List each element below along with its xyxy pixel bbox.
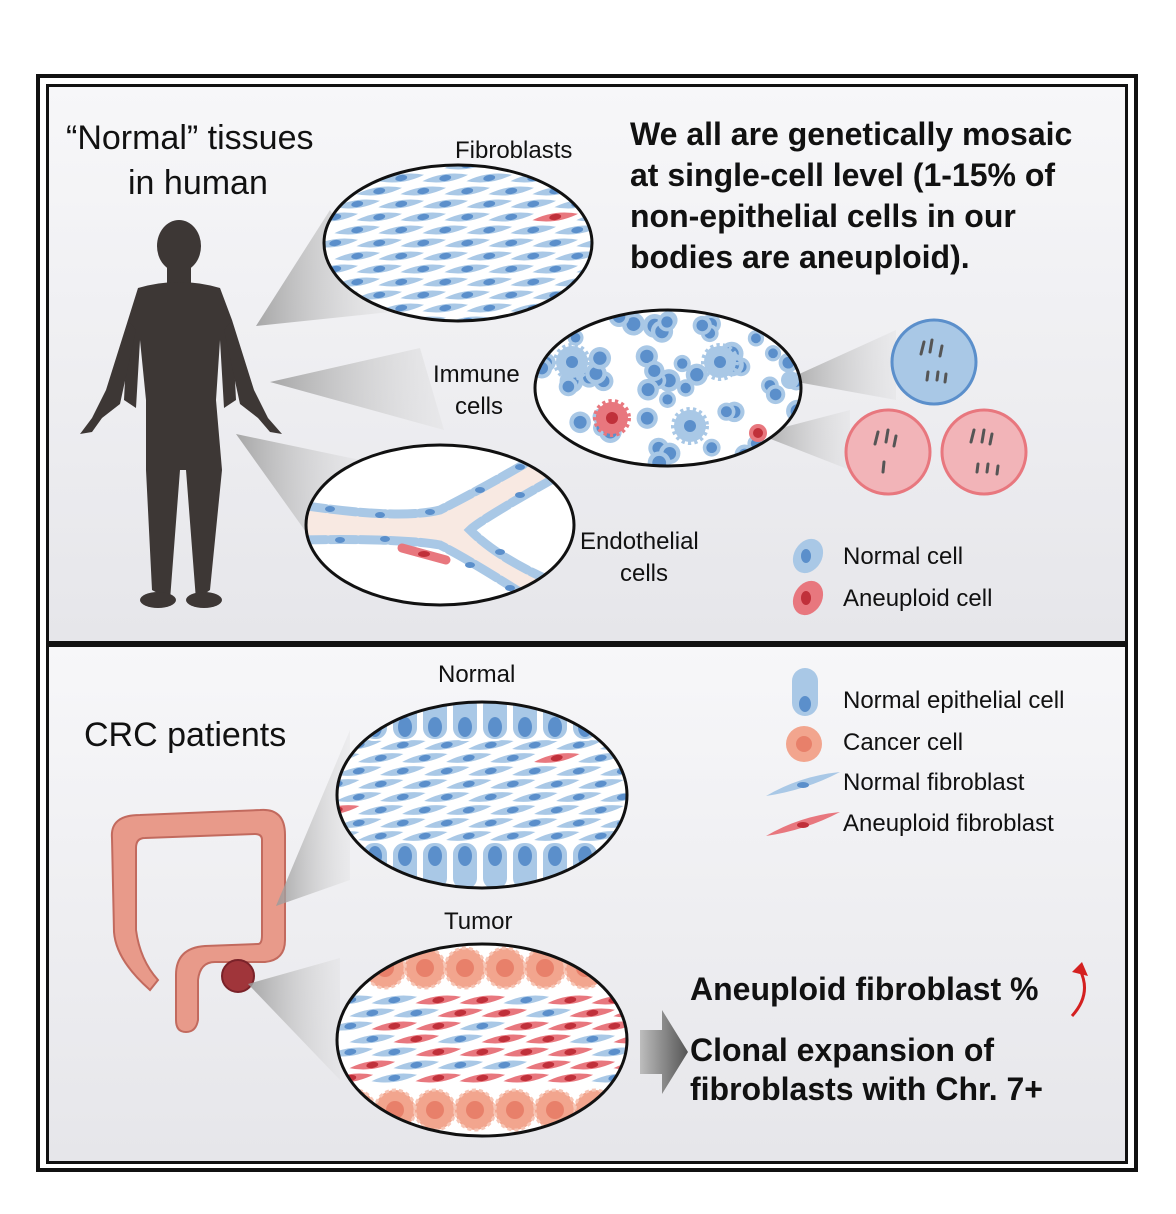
statement-line-2: at single-cell level (1-15% of — [630, 157, 1056, 193]
bottom-panel-title: CRC patients — [84, 716, 287, 754]
finding-clonal-expansion-line1: Clonal expansion of — [690, 1032, 995, 1068]
label-immune-line2: cells — [455, 393, 504, 420]
legend-aneuploid-cell-swatch — [792, 580, 824, 616]
tumor-tissue-view — [335, 942, 629, 1138]
legend-aneuploid-cell-label: Aneuploid cell — [843, 585, 993, 612]
legend-normal-epithelial-label: Normal epithelial cell — [843, 687, 1065, 714]
label-fibroblasts: Fibroblasts — [455, 137, 573, 164]
zoom-beam-immune — [270, 348, 444, 430]
endothelial-tissue-view — [304, 443, 576, 607]
increase-arrow-icon — [1070, 962, 1088, 1018]
legend-cancer-cell-swatch — [786, 726, 822, 762]
finding-clonal-expansion-line2: fibroblasts with Chr. 7+ — [690, 1071, 1043, 1107]
legend-aneuploid-fibroblast-swatch — [766, 812, 840, 836]
zoom-beam-normal-colon — [276, 730, 350, 906]
label-immune-line1: Immune — [433, 361, 520, 388]
normal-colon-tissue-view — [335, 700, 629, 890]
statement-line-3: non-epithelial cells in our — [630, 198, 1016, 234]
normal-cell-karyotype-icon — [890, 318, 978, 406]
aneuploid-cell-karyotype-icon — [844, 408, 1028, 496]
human-silhouette-icon — [80, 220, 282, 608]
statement-line-1: We all are genetically mosaic — [630, 116, 1073, 152]
zoom-beam-tumor — [248, 958, 340, 1080]
label-tumor: Tumor — [444, 908, 513, 935]
immune-tissue-view — [533, 308, 803, 468]
top-panel-title-line1: “Normal” tissues — [66, 119, 314, 157]
legend-cancer-cell-label: Cancer cell — [843, 729, 964, 756]
result-arrow-icon — [640, 1010, 688, 1094]
colon-icon — [110, 808, 286, 1034]
label-endothelial-line1: Endothelial — [580, 528, 699, 555]
legend-aneuploid-fibroblast-label: Aneuploid fibroblast — [843, 810, 1054, 837]
legend-normal-fibroblast-swatch — [766, 772, 840, 796]
zoom-beam-normal-cell — [786, 330, 896, 400]
legend-normal-cell-swatch — [792, 538, 824, 574]
statement-line-4: bodies are aneuploid). — [630, 239, 970, 275]
zoom-beam-fibroblasts — [256, 210, 390, 326]
legend-normal-fibroblast-label: Normal fibroblast — [843, 769, 1025, 796]
label-endothelial-line2: cells — [620, 560, 669, 587]
legend-normal-cell-label: Normal cell — [843, 543, 964, 570]
label-normal: Normal — [438, 661, 516, 688]
top-panel-title-line2: in human — [128, 164, 268, 202]
zoom-beam-aneuploid-cell — [758, 410, 850, 470]
legend-normal-epithelial-swatch — [792, 668, 818, 716]
finding-aneuploid-percent: Aneuploid fibroblast % — [690, 971, 1039, 1007]
